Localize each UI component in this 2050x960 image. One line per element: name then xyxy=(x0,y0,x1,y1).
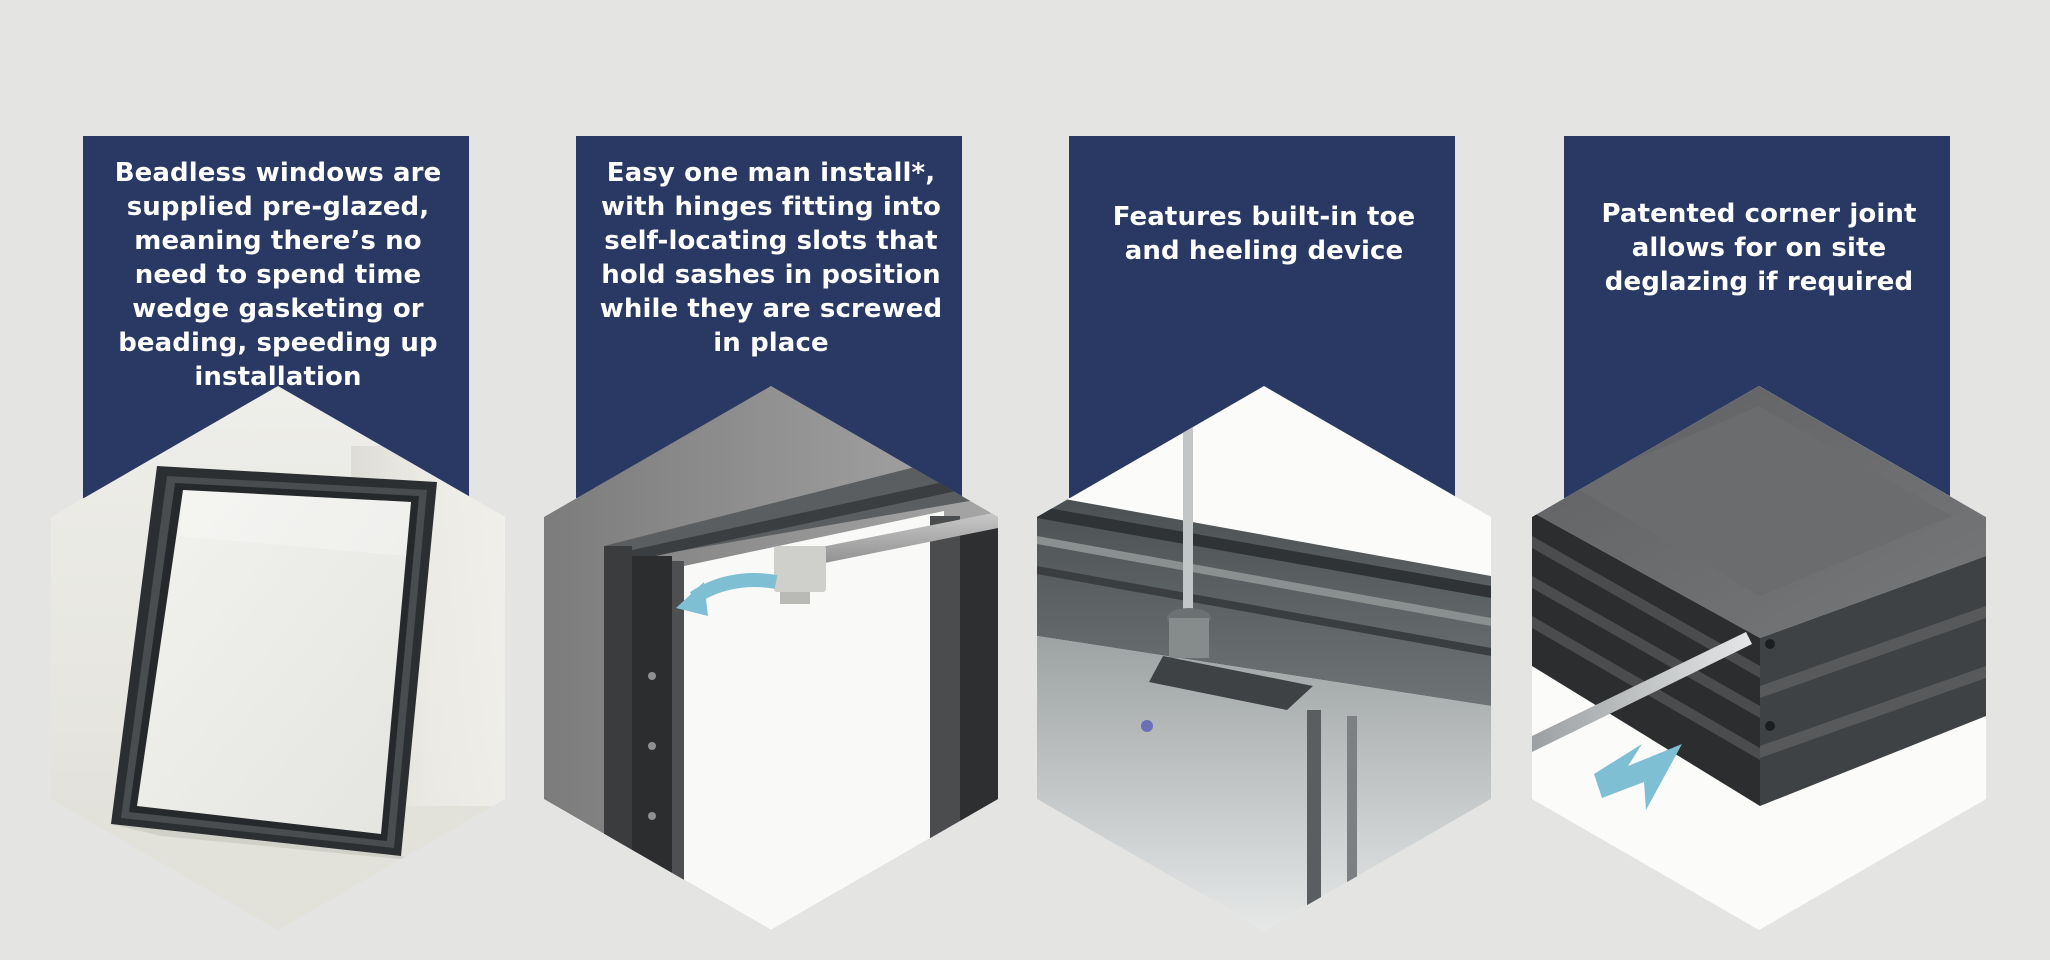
arrow-icon xyxy=(676,573,778,616)
hinge-slot-image xyxy=(544,386,998,930)
feature-caption: Easy one man install*, with hinges fitti… xyxy=(599,158,943,358)
pre-glazed-window-image xyxy=(51,386,505,930)
corner-joint-image xyxy=(1532,386,1986,930)
feature-caption: Beadless windows are supplied pre-glazed… xyxy=(114,158,442,392)
feature-caption: Features built-in toe and heeling device xyxy=(1112,202,1416,266)
toe-heeling-device-image xyxy=(1037,386,1491,930)
feature-card-one-man-install: Easy one man install*, with hinges fitti… xyxy=(544,136,998,930)
feature-caption: Patented corner joint allows for on site… xyxy=(1601,199,1917,297)
arrow-icon xyxy=(1594,744,1682,810)
feature-card-beadless: Beadless windows are supplied pre-glazed… xyxy=(51,136,505,930)
feature-card-toe-heeling: Features built-in toe and heeling device xyxy=(1037,136,1491,930)
feature-card-corner-joint: Patented corner joint allows for on site… xyxy=(1532,136,1986,930)
